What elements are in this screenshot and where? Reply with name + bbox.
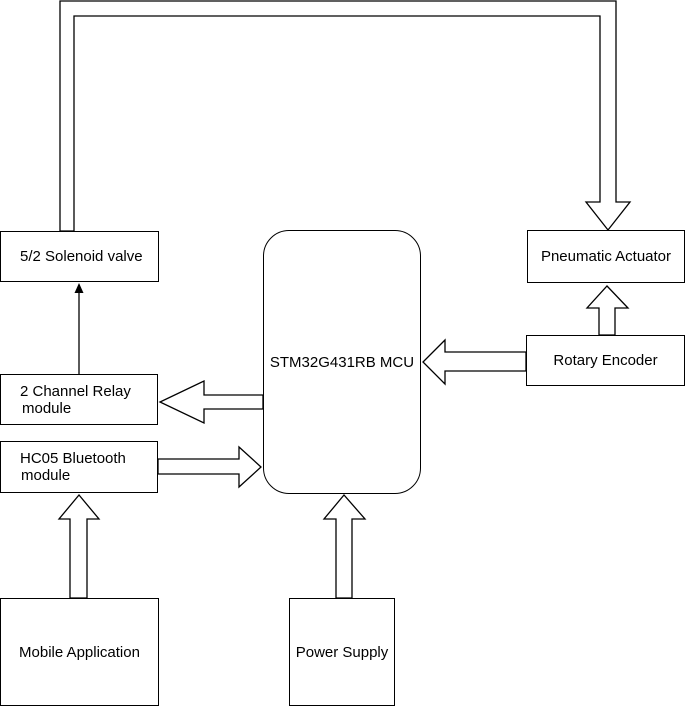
mcu-to-relay-arrow	[158, 379, 264, 425]
encoder-to-actuator-arrow	[585, 285, 630, 336]
bluetooth-module-block: HC05 Bluetooth module	[0, 441, 158, 493]
solenoid-to-actuator-arrow	[59, 0, 632, 232]
solenoid-valve-block: 5/2 Solenoid valve	[0, 231, 159, 282]
pneumatic-actuator-block: Pneumatic Actuator	[527, 230, 685, 283]
power-to-mcu-arrow	[322, 493, 367, 599]
rotary-encoder-block: Rotary Encoder	[526, 335, 685, 386]
power-supply-block: Power Supply	[289, 598, 395, 706]
mcu-label: STM32G431RB MCU	[269, 353, 415, 371]
relay-module-label-line1: 2 Channel Relay	[20, 382, 131, 400]
mobile-application-label: Mobile Application	[19, 643, 140, 661]
mobile-application-block: Mobile Application	[0, 598, 159, 706]
rotary-encoder-label: Rotary Encoder	[553, 352, 658, 369]
pneumatic-actuator-label: Pneumatic Actuator	[540, 248, 672, 265]
bluetooth-module-label-line2: module	[21, 467, 71, 484]
bluetooth-module-label-line1: HC05 Bluetooth	[20, 450, 126, 467]
app-to-bluetooth-arrow	[57, 493, 101, 599]
relay-module-block: 2 Channel Relay module	[0, 374, 158, 425]
mcu-block: STM32G431RB MCU	[263, 230, 421, 494]
solenoid-valve-label: 5/2 Solenoid valve	[20, 248, 143, 265]
power-supply-label: Power Supply	[295, 643, 389, 661]
relay-module-label-line2: module	[22, 399, 72, 417]
encoder-to-mcu-arrow	[422, 338, 527, 386]
bluetooth-to-mcu-arrow	[157, 445, 262, 489]
relay-to-solenoid-arrowhead	[74, 283, 84, 293]
